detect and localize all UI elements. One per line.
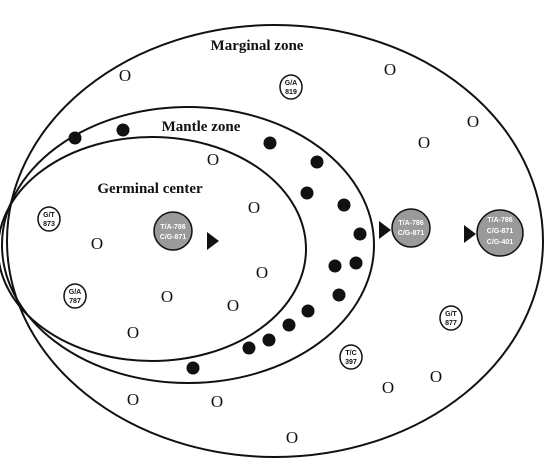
mantle-dot <box>332 288 346 302</box>
unmutated-cell-mark: O <box>256 263 268 282</box>
germinal-center-boundary <box>0 136 307 362</box>
progression-arrowhead <box>464 225 476 243</box>
clone-cell-line: C/G-871 <box>487 228 514 235</box>
mutation-cell-g-t-877: G/T 877 <box>439 305 463 331</box>
mutation-cell-top: G/A <box>69 289 81 296</box>
unmutated-marks: O O O O O O O O O O O O O O O O <box>91 60 479 447</box>
unmutated-cell-mark: O <box>91 234 103 253</box>
mutation-cell-bottom: 877 <box>445 320 457 327</box>
clone-cell-line: C/G-871 <box>398 230 425 237</box>
mantle-dot <box>300 186 314 200</box>
mantle-dot <box>310 155 324 169</box>
unmutated-cell-mark: O <box>211 392 223 411</box>
unmutated-cell-mark: O <box>227 296 239 315</box>
mutation-cell-bottom: 787 <box>69 298 81 305</box>
mantle-dot <box>116 123 130 137</box>
mutation-cell-bottom: 819 <box>285 89 297 96</box>
mutation-cell-top: G/A <box>285 80 297 87</box>
progression-arrowhead <box>207 232 219 250</box>
mutation-cell-g-t-873: G/T 873 <box>37 206 61 232</box>
mutation-cell-t-c-397: T/C 397 <box>339 344 363 370</box>
mantle-dot <box>301 304 315 318</box>
unmutated-cell-mark: O <box>127 323 139 342</box>
unmutated-cell-mark: O <box>248 198 260 217</box>
unmutated-cell-mark: O <box>382 378 394 397</box>
mantle-dot <box>263 136 277 150</box>
unmutated-cell-mark: O <box>127 390 139 409</box>
mantle-dot <box>242 341 256 355</box>
mantle-dot <box>349 256 363 270</box>
unmutated-cell-mark: O <box>384 60 396 79</box>
unmutated-cell-mark: O <box>119 66 131 85</box>
unmutated-cell-mark: O <box>161 287 173 306</box>
clone-cell-line: C/G-871 <box>160 234 187 241</box>
clone-cell-line: C/G-401 <box>487 239 514 246</box>
clone-cell-mantle: T/A-786 C/G-871 <box>391 208 431 248</box>
mutation-cell-g-a-787: G/A 787 <box>63 283 87 309</box>
progression-arrowhead <box>379 221 391 239</box>
mantle-dot <box>68 131 82 145</box>
mutation-cell-top: G/T <box>43 212 55 219</box>
mutation-cell-top: T/C <box>345 350 356 357</box>
mutation-cell-top: G/T <box>445 311 457 318</box>
mutation-cell-g-a-819: G/A 819 <box>279 74 303 100</box>
clone-cell-marginal: T/A-786 C/G-871 C/G-401 <box>476 209 524 257</box>
marginal-zone-label: Marginal zone <box>211 38 304 54</box>
clone-cell-line: T/A-786 <box>398 220 423 227</box>
unmutated-cell-mark: O <box>430 367 442 386</box>
small-mutation-cells: G/A 819 G/T 873 G/A 787 T/C 397 G/T 877 <box>37 74 463 370</box>
mantle-zone-boundary <box>1 106 375 384</box>
germinal-center-label: Germinal center <box>97 181 203 197</box>
mantle-dot <box>262 333 276 347</box>
mantle-zone-label: Mantle zone <box>162 119 241 135</box>
mantle-dot <box>186 361 200 375</box>
mantle-dot <box>337 198 351 212</box>
clone-cell-germinal: T/A-786 C/G-871 <box>153 211 193 251</box>
mutation-cell-bottom: 873 <box>43 221 55 228</box>
unmutated-cell-mark: O <box>467 112 479 131</box>
mantle-dot <box>353 227 367 241</box>
mantle-dots <box>68 123 367 375</box>
clone-cell-line: T/A-786 <box>160 224 185 231</box>
clone-progression: T/A-786 C/G-871 T/A-786 C/G-871 T/A-786 … <box>153 208 524 257</box>
unmutated-cell-mark: O <box>286 428 298 447</box>
mutation-cell-bottom: 397 <box>345 359 357 366</box>
unmutated-cell-mark: O <box>207 150 219 169</box>
marginal-zone-boundary <box>6 24 544 458</box>
unmutated-cell-mark: O <box>418 133 430 152</box>
mantle-dot <box>328 259 342 273</box>
mantle-dot <box>282 318 296 332</box>
clone-cell-line: T/A-786 <box>487 217 512 224</box>
